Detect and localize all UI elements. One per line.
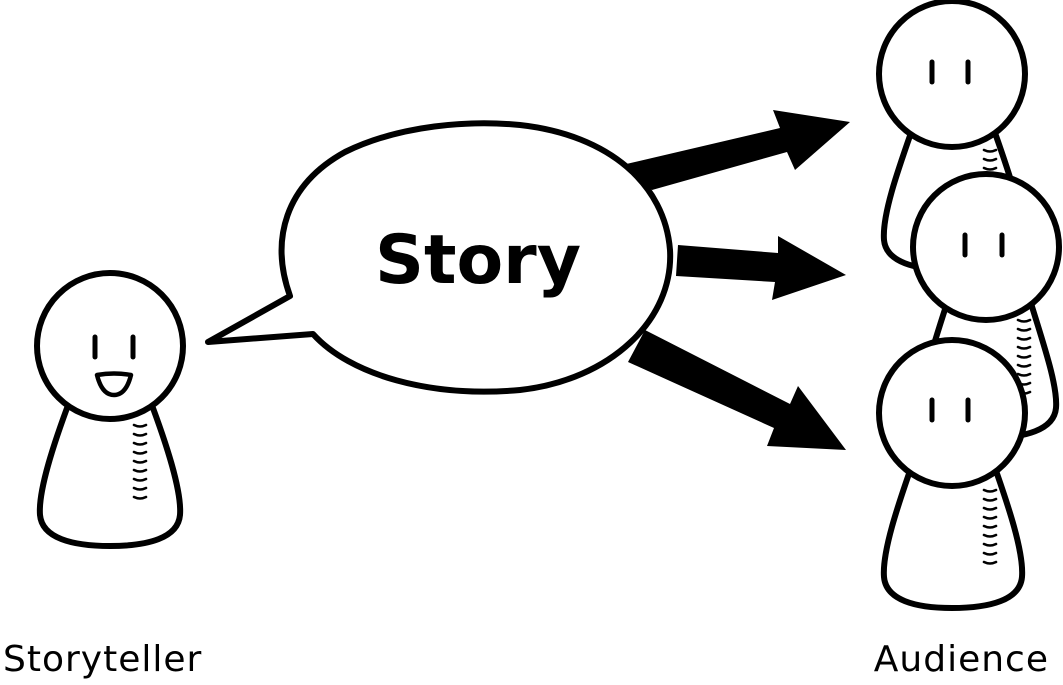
storyteller-head	[34, 270, 186, 422]
audience-member-3-head	[876, 337, 1028, 489]
bubble-text: Story	[375, 221, 581, 300]
audience-member-3	[876, 337, 1028, 611]
arrow-top	[622, 110, 850, 190]
storyteller-body	[36, 397, 184, 549]
audience-member-1-head	[876, 0, 1028, 150]
speech-bubble-shape	[205, 120, 674, 395]
storyteller-mouth	[94, 371, 134, 398]
arrow-bottom	[628, 330, 846, 450]
audience-member-2-head	[910, 171, 1062, 323]
storyteller-label: Storyteller	[3, 639, 203, 680]
speech-bubble: Story	[205, 120, 674, 395]
audience-label: Audience	[873, 639, 1049, 680]
arrow-middle	[676, 236, 846, 300]
storyteller-figure	[34, 270, 186, 549]
arrows	[622, 110, 850, 450]
